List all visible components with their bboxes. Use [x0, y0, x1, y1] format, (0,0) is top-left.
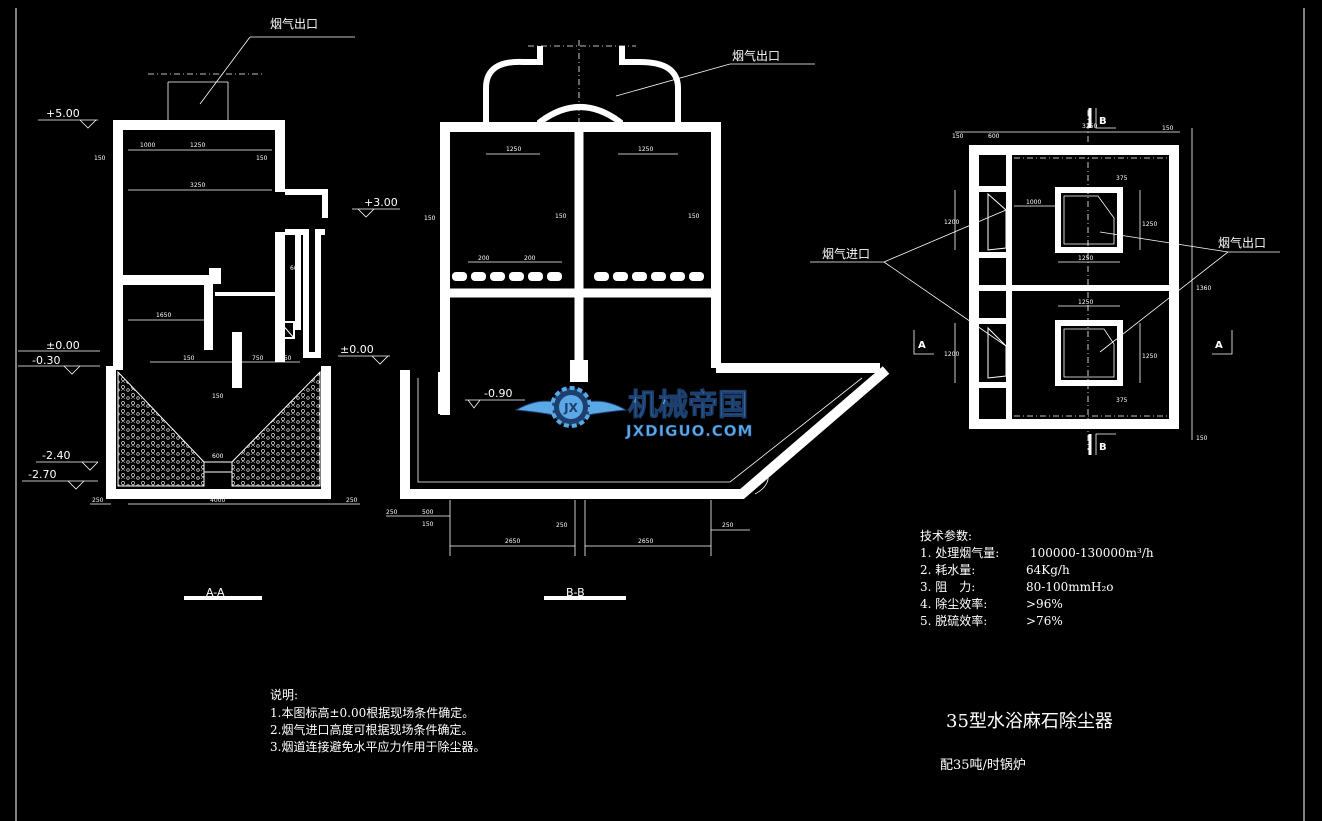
dim-text: 1000: [1026, 199, 1041, 206]
elevation-label: ±0.00: [46, 339, 80, 352]
watermark-badge: JX: [563, 401, 578, 415]
tech-row-label: 1. 处理烟气量:: [920, 545, 999, 560]
section-aa-title: [184, 596, 262, 600]
dim-text: 150: [688, 213, 700, 220]
dim-text: 750: [252, 355, 264, 362]
dim-text: 250: [346, 497, 358, 504]
tech-row-value: >96%: [1026, 597, 1063, 611]
dim-text: 600: [290, 265, 302, 272]
title-block: 35型水浴麻石除尘器 配35吨/时锅炉: [940, 711, 1113, 773]
dim-text: 375: [1116, 397, 1128, 404]
tech-row-label: 4. 除尘效率:: [920, 596, 987, 611]
elevation-label: +3.00: [364, 196, 398, 209]
dim-text: 1360: [1196, 285, 1211, 292]
section-marker-a-left: A: [918, 340, 926, 351]
dim-text: 1250: [638, 146, 653, 153]
tech-row-value: 80-100mmH₂o: [1026, 580, 1114, 594]
tech-row-label: 2. 耗水量:: [920, 563, 975, 577]
elevation-labels: +5.00 +3.00 ±0.00 -0.30 ±0.00 -0.90 -2.4…: [28, 107, 512, 481]
section-bb-label: B-B: [566, 586, 585, 599]
dim-text: 250: [92, 497, 104, 504]
dim-text: 3250: [190, 182, 205, 189]
dim-text: 4000: [210, 497, 225, 504]
tech-row-value: >76%: [1026, 614, 1063, 628]
dim-text: 150: [94, 155, 106, 162]
plan-view: [810, 108, 1280, 455]
tech-row-label: 3. 阻 力:: [920, 580, 975, 594]
tech-row-label: 5. 脱硫效率:: [920, 613, 987, 628]
dim-text: 250: [556, 522, 568, 529]
section-aa-view: [90, 36, 360, 505]
dim-text: 1250: [1142, 353, 1157, 360]
dim-text: 200: [524, 255, 536, 262]
watermark-cn: 机械帝国: [628, 388, 748, 423]
dim-text: 150: [183, 355, 195, 362]
note-item: 1.本图标高±0.00根据现场条件确定。: [270, 705, 474, 720]
dim-text: 1000: [140, 142, 155, 149]
drawing-title: 35型水浴麻石除尘器: [946, 711, 1113, 732]
tech-title: 技术参数:: [920, 528, 972, 543]
elevation-label: -2.70: [28, 468, 56, 481]
flue-outlet-label-plan: 烟气出口: [1218, 235, 1266, 250]
dim-text: 150: [424, 215, 436, 222]
dim-text: 2650: [638, 538, 653, 545]
section-bb-view: [386, 40, 890, 556]
elevation-marks-aa: [18, 119, 400, 490]
notes-title: 说明:: [270, 687, 298, 702]
dim-text: 250: [722, 522, 734, 529]
dim-text: 1650: [156, 312, 171, 319]
dim-text: 1200: [944, 219, 959, 226]
dim-text: 1250: [1142, 221, 1157, 228]
section-marker-b-top: B: [1099, 116, 1107, 127]
dim-text: 600: [212, 453, 224, 460]
dim-text: 375: [1116, 175, 1128, 182]
notes-block: 说明: 1.本图标高±0.00根据现场条件确定。 2.烟气进口高度可根据现场条件…: [270, 687, 485, 754]
drawing-frame: [15, 8, 1305, 821]
dim-text: 450: [280, 355, 292, 362]
section-marker-b-bottom: B: [1099, 442, 1107, 453]
dimension-labels: 1000 1250 150 150 3250 1650 600 150 750 …: [92, 123, 1211, 545]
dim-text: 150: [952, 133, 964, 140]
note-item: 2.烟气进口高度可根据现场条件确定。: [270, 722, 473, 737]
dim-text: 1250: [1078, 299, 1093, 306]
elevation-label: ±0.00: [340, 343, 374, 356]
elevation-label: -2.40: [42, 449, 70, 462]
dim-text: 150: [555, 213, 567, 220]
section-marker-a-right: A: [1215, 340, 1223, 351]
technical-parameters: 技术参数: 1. 处理烟气量: 100000-130000m³/h 2. 耗水量…: [920, 528, 1154, 628]
dim-text: 1250: [190, 142, 205, 149]
tech-row-value: 64Kg/h: [1026, 563, 1070, 577]
dim-text: 1250: [1078, 255, 1093, 262]
watermark-logo: JX 机械帝国 JXDIGUO.COM: [514, 386, 753, 440]
flue-outlet-label-aa: 烟气出口: [270, 16, 318, 31]
dim-text: 150: [212, 393, 224, 400]
elevation-label: -0.30: [32, 354, 60, 367]
dim-text: 3250: [1082, 123, 1097, 130]
dim-text: 600: [988, 133, 1000, 140]
dim-text: 500: [422, 509, 434, 516]
dim-text: 200: [478, 255, 490, 262]
section-bb-title: [544, 596, 626, 600]
dim-text: 1200: [944, 351, 959, 358]
dim-text: 150: [422, 521, 434, 528]
dim-text: 150: [1162, 125, 1174, 132]
dim-text: 150: [256, 155, 268, 162]
dim-text: 150: [1196, 435, 1208, 442]
section-aa-label: A-A: [206, 586, 225, 599]
label-group: 烟气出口 烟气出口 烟气出口 烟气进口 A-A B-B A A B B: [206, 16, 1266, 599]
elevation-label: -0.90: [484, 387, 512, 400]
note-item: 3.烟道连接避免水平应力作用于除尘器。: [270, 739, 485, 754]
dim-text: 2650: [505, 538, 520, 545]
dim-text: 1250: [506, 146, 521, 153]
drawing-subtitle: 配35吨/时锅炉: [940, 757, 1026, 773]
flue-outlet-label-bb: 烟气出口: [732, 48, 780, 63]
tech-row-value: 100000-130000m³/h: [1030, 546, 1154, 560]
flue-inlet-label: 烟气进口: [822, 246, 870, 261]
dim-text: 250: [386, 509, 398, 516]
watermark-en: JXDIGUO.COM: [625, 422, 753, 440]
elevation-label: +5.00: [46, 107, 80, 120]
